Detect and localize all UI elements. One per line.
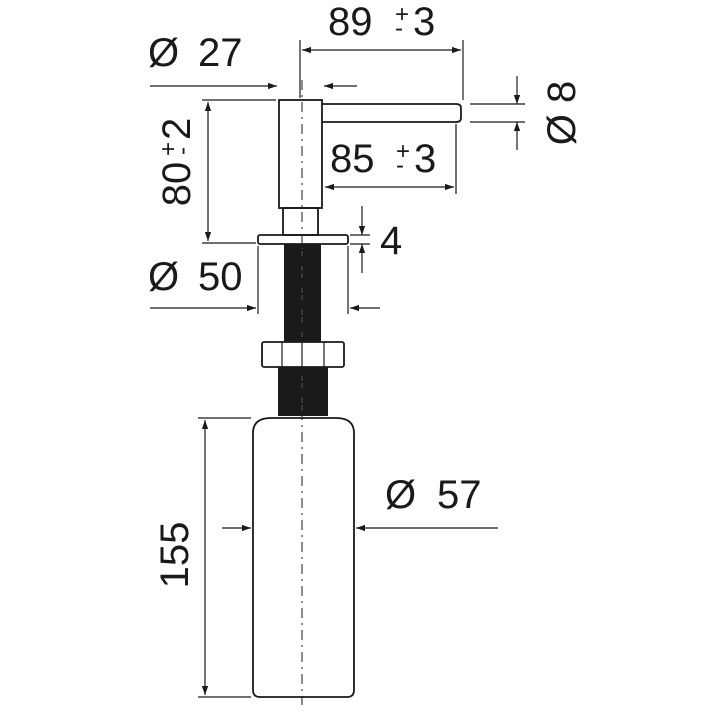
height-tolerance: 2: [155, 118, 199, 140]
soap-bottle: [252, 417, 355, 698]
height-value: 80: [155, 162, 199, 207]
total-reach-value: 89: [328, 0, 373, 44]
tolerance-minus: -: [396, 152, 404, 179]
locking-nut: [261, 341, 345, 368]
dim-flange-diameter: Ø 50: [148, 246, 380, 314]
dim-spout-diameter: Ø 8: [470, 76, 584, 150]
spout-diameter-label: Ø 8: [540, 81, 584, 146]
flange-diameter-symbol: Ø: [148, 255, 179, 299]
dispenser-head: [278, 99, 462, 236]
bottle-height-value: 155: [153, 522, 197, 589]
mounting-flange: [257, 234, 349, 245]
tolerance-plus: +: [395, 1, 409, 28]
dim-total-reach: 89 + - 3: [299, 0, 464, 100]
tolerance-minus: -: [395, 15, 403, 42]
spout-reach-value: 85: [330, 137, 375, 181]
total-reach-tolerance: 3: [413, 0, 435, 44]
tolerance-plus: +: [396, 138, 410, 165]
dim-bottle-height: 155: [153, 417, 251, 698]
tolerance-minus: -: [169, 147, 196, 155]
tolerance-plus: +: [155, 142, 182, 156]
flange-thickness-value: 4: [380, 219, 402, 263]
dim-bottle-diameter: Ø 57: [222, 473, 498, 532]
spout-reach-tolerance: 3: [414, 137, 436, 181]
dim-head-diameter: Ø 27: [148, 31, 357, 90]
dim-flange-thickness: 4: [350, 206, 402, 273]
lower-shank: [278, 367, 328, 416]
bottle-diameter-value: 57: [437, 473, 482, 517]
head-diameter-symbol: Ø: [148, 31, 179, 75]
head-diameter-value: 27: [198, 31, 243, 75]
flange-diameter-value: 50: [198, 255, 243, 299]
bottle-diameter-symbol: Ø: [385, 473, 416, 517]
dim-height-above-deck: 80 + - 2: [155, 99, 276, 244]
dim-spout-reach: 85 + - 3: [325, 124, 457, 194]
